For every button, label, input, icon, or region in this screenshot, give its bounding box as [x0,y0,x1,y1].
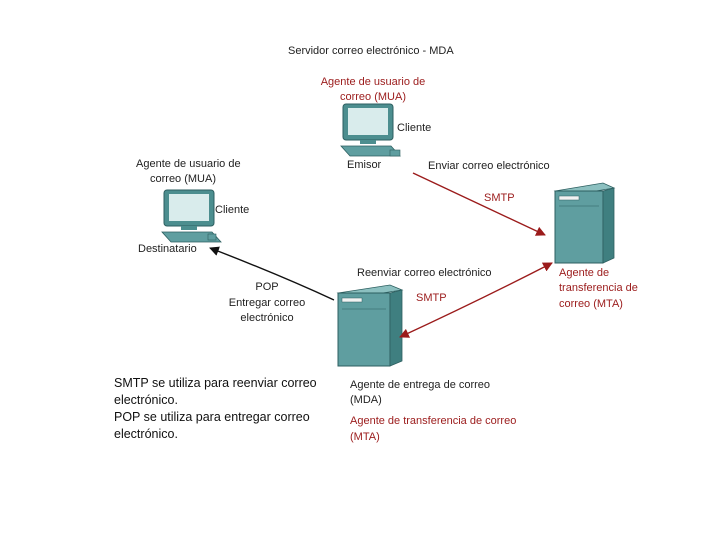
summary-line-2: electrónico. [114,393,178,407]
pop-label-1: POP [255,281,279,293]
recipient-computer-icon [161,189,222,243]
mda-server-icon [336,284,404,367]
sender-mua-label-2: correo (MUA) [339,91,406,103]
mda-mta-label-1: Agente de transferencia de correo [350,415,517,427]
mda-label-1: Agente de entrega de correo [350,379,491,391]
summary-line-1: SMTP se utiliza para reenviar correo [114,376,317,390]
smtp-send-arrow [412,172,546,236]
diagram-title: Servidor correo electrónico - MDA [288,45,454,57]
recipient-role-label: Destinatario [138,243,197,255]
sender-role-label: Emisor [347,159,382,171]
summary-line-3: POP se utiliza para entregar correo [114,410,310,424]
mda-mta-label-2: (MTA) [350,431,380,443]
recipient-mua-label-2: correo (MUA) [150,173,217,185]
forward-email-label: Reenviar correo electrónico [357,267,492,279]
recipient-client-label: Cliente [215,204,250,216]
mta-server-icon [553,182,616,264]
smtp-bottom-label: SMTP [416,292,447,304]
sender-mua-label-1: Agente de usuario de [320,76,426,88]
smtp-top-label: SMTP [484,192,515,204]
mta-label-3: correo (MTA) [559,298,623,310]
sender-client-label: Cliente [397,122,432,134]
pop-label-2: Entregar correo [228,297,306,309]
mta-label-2: transferencia de [559,282,638,294]
send-email-label: Enviar correo electrónico [428,160,550,172]
sender-computer-icon [340,103,401,157]
mda-label-2: (MDA) [350,394,382,406]
pop-label-3: electrónico [240,312,294,324]
mta-label-1: Agente de [559,267,610,279]
recipient-mua-label-1: Agente de usuario de [136,158,241,170]
pop-deliver-arrow [209,246,335,301]
summary-line-4: electrónico. [114,427,178,441]
summary-text: SMTP se utiliza para reenviar correo ele… [114,375,317,443]
smtp-forward-arrow [399,262,553,338]
